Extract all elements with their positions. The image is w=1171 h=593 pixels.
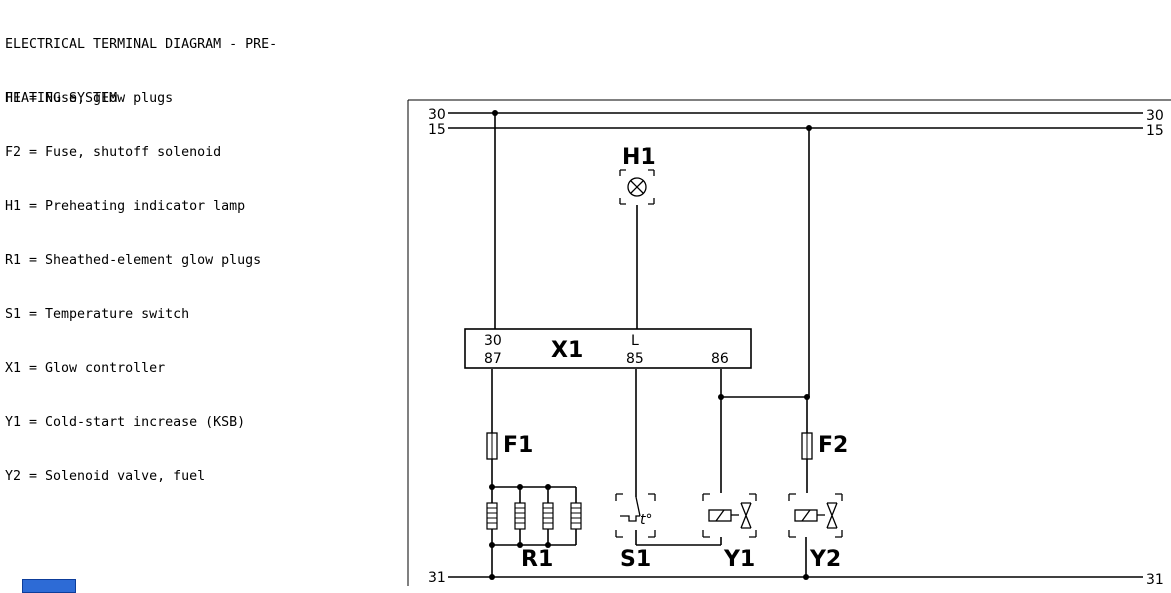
wires	[491, 113, 810, 577]
bus31-right-label: 31	[1146, 572, 1164, 586]
x1-terminal-L: L	[631, 333, 639, 349]
glow-plug-hatching	[487, 507, 581, 524]
legend-item: Y2 = Solenoid valve, fuel	[5, 469, 206, 484]
document-title: ELECTRICAL TERMINAL DIAGRAM - PRE- HEATI…	[5, 0, 277, 126]
x1-terminal-86: 86	[711, 351, 729, 367]
glow-controller-box	[464, 328, 752, 369]
f2-label: F2	[818, 433, 848, 458]
s1-temp-symbol: t°	[640, 512, 653, 528]
r1-label: R1	[521, 547, 553, 572]
legend-item: X1 = Glow controller	[5, 361, 166, 376]
x1-label: X1	[551, 338, 583, 363]
legend-item: Y1 = Cold-start increase (KSB)	[5, 415, 246, 430]
component-legend: F1 = Fuse, glow plugs F2 = Fuse, shutoff…	[5, 54, 261, 504]
solenoid-valve-y2-icon	[788, 493, 843, 538]
legend-item: F1 = Fuse, glow plugs	[5, 91, 174, 106]
bus30-right-label: 30	[1146, 108, 1164, 124]
glow-plugs-icon	[486, 502, 582, 530]
legend-item: H1 = Preheating indicator lamp	[5, 199, 246, 214]
bus30-left-label: 30	[428, 107, 446, 123]
lamp-icon	[619, 169, 655, 205]
bus15-left-label: 15	[428, 122, 446, 138]
s1-label: S1	[620, 547, 651, 572]
title-line-1: ELECTRICAL TERMINAL DIAGRAM - PRE-	[5, 37, 278, 52]
diagram-frame	[407, 99, 1171, 586]
solenoid-valve-y1-icon	[702, 493, 757, 538]
y1-label: Y1	[723, 547, 755, 572]
bus15-right-label: 15	[1146, 123, 1164, 139]
y2-label: Y2	[809, 547, 841, 572]
legend-item: R1 = Sheathed-element glow plugs	[5, 253, 262, 268]
x1-terminal-85: 85	[626, 351, 644, 367]
x1-terminal-30: 30	[484, 333, 502, 349]
h1-label: H1	[622, 145, 656, 170]
temperature-switch-icon	[615, 493, 656, 538]
x1-terminal-87: 87	[484, 351, 502, 367]
legend-item: F2 = Fuse, shutoff solenoid	[5, 145, 222, 160]
corner-thumbnail-icon[interactable]	[22, 579, 76, 593]
f1-label: F1	[503, 433, 533, 458]
legend-item: S1 = Temperature switch	[5, 307, 190, 322]
bus31-left-label: 31	[428, 570, 446, 586]
bus-lines	[448, 112, 1143, 578]
title-line-2: HEATING SYSTEM	[5, 91, 118, 106]
